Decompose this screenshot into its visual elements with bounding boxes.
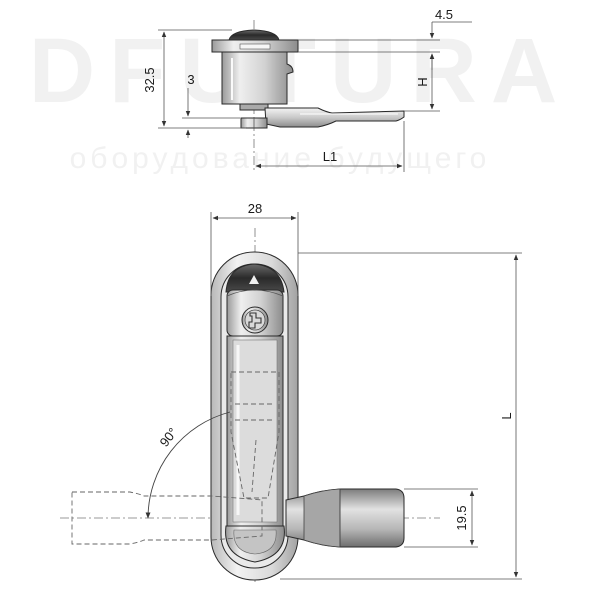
side-cam-lever — [264, 107, 405, 128]
watermark-brand: DFUTURA — [29, 20, 572, 122]
front-channel-inner — [232, 339, 278, 523]
side-knob-cap — [228, 29, 280, 41]
side-view: 32.5 3 4.5 H L1 — [142, 7, 472, 172]
dim-l1-label: L1 — [323, 149, 337, 164]
front-view: 90° 28 L 19.5 — [60, 201, 522, 585]
dim-3-label: 3 — [187, 72, 194, 87]
front-handle-taper — [303, 488, 341, 548]
front-bottom-cup-inner — [233, 529, 277, 555]
side-housing — [221, 51, 294, 105]
dim-28-label: 28 — [248, 201, 262, 216]
front-button-arrow-icon — [249, 275, 259, 284]
hidden-lever-vertical — [230, 371, 280, 499]
dim-32-5-label: 32.5 — [142, 67, 157, 92]
dim-angle-label: 90° — [156, 425, 180, 450]
rotation-arc — [145, 411, 231, 519]
side-flange-slot — [239, 43, 271, 50]
front-lock-housing-arc — [226, 289, 284, 297]
hidden-lever-line-3 — [251, 439, 257, 493]
dim-4-5-label: 4.5 — [435, 7, 453, 22]
dim-h-label: H — [415, 77, 430, 86]
dim-l-label: L — [499, 412, 514, 419]
side-neck — [239, 103, 269, 111]
hidden-handle-left — [71, 491, 263, 545]
front-keyhole-icon — [248, 312, 262, 329]
watermark-tagline: оборудование будущего — [70, 142, 491, 175]
dim-19-5-label: 19.5 — [454, 505, 469, 530]
